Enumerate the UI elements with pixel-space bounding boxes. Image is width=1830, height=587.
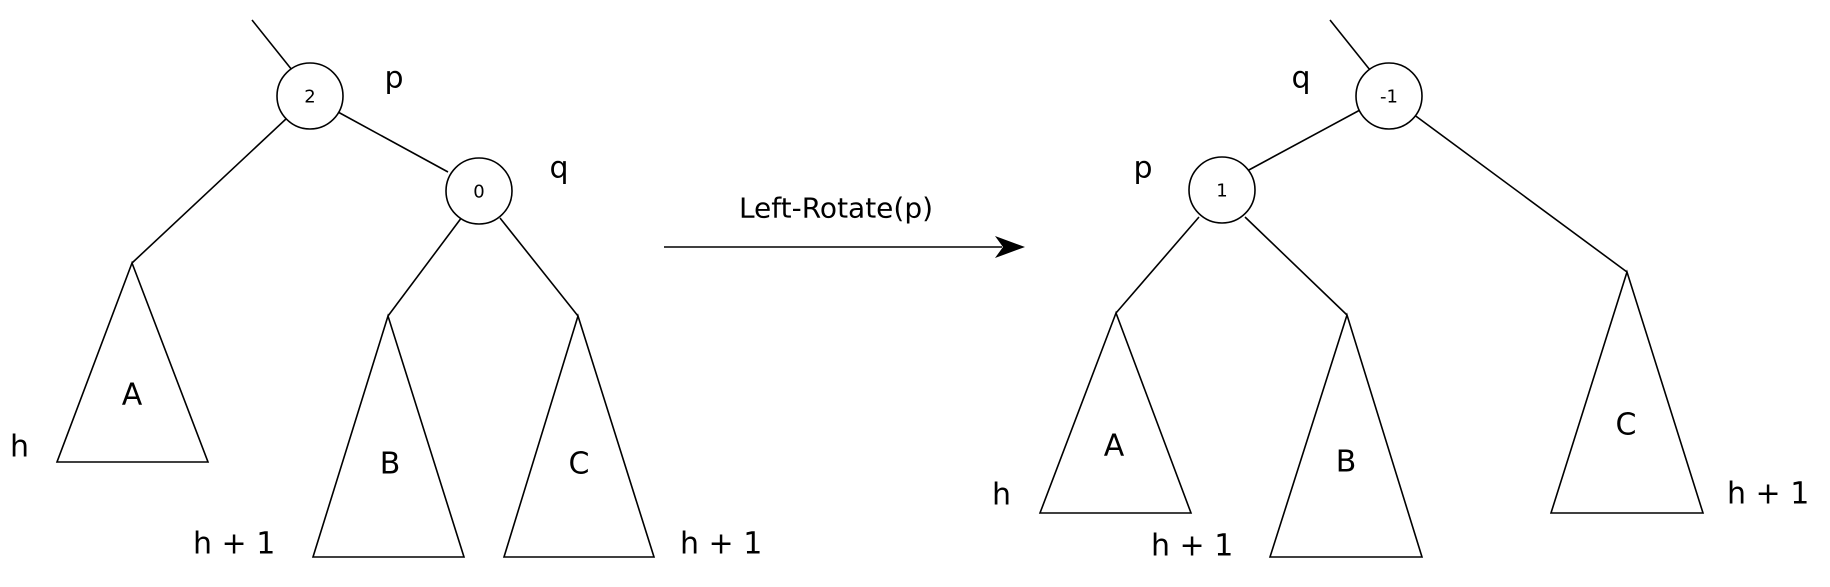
after-root-name: q — [1291, 61, 1310, 96]
before-edge-root-a — [131, 117, 288, 264]
after-subtree-b-label: B — [1336, 445, 1357, 480]
before-parent-edge — [251, 19, 293, 71]
before-subtree-b — [311, 313, 466, 558]
after-edge-root-p — [1246, 109, 1361, 172]
after-child-name: p — [1133, 151, 1152, 186]
before-tree: A h B h + 1 C h + 1 2 p 0 q — [10, 19, 762, 562]
before-subtree-a-height: h — [10, 430, 29, 465]
before-child-name: q — [549, 151, 568, 186]
before-subtree-c-label: C — [569, 447, 590, 482]
after-subtree-b — [1268, 312, 1424, 558]
before-child-balance: 0 — [473, 182, 484, 203]
after-parent-edge — [1329, 19, 1371, 71]
rotation-arrow: Left-Rotate(p) — [664, 192, 1025, 258]
after-tree: A h B h + 1 C h + 1 -1 q 1 p — [992, 19, 1809, 564]
after-root-balance: -1 — [1380, 87, 1398, 108]
before-edge-q-c — [499, 217, 579, 317]
after-subtree-c-label: C — [1616, 408, 1637, 443]
before-edge-root-q — [337, 111, 449, 173]
operation-label: Left-Rotate(p) — [739, 192, 933, 225]
after-subtree-c — [1549, 269, 1705, 514]
before-subtree-a — [55, 260, 210, 463]
before-child-node — [445, 157, 513, 225]
after-edge-p-a — [1115, 216, 1200, 314]
before-root-balance: 2 — [304, 87, 315, 108]
before-subtree-a-label: A — [122, 378, 143, 413]
after-subtree-b-height: h + 1 — [1151, 529, 1233, 564]
arrow-head — [995, 236, 1025, 258]
before-root-node — [276, 62, 344, 130]
after-subtree-a-label: A — [1104, 429, 1125, 464]
after-subtree-a — [1038, 310, 1193, 514]
before-subtree-c-height: h + 1 — [680, 527, 762, 562]
after-subtree-a-height: h — [992, 478, 1011, 513]
after-edge-root-c — [1412, 113, 1628, 273]
before-root-name: p — [384, 61, 403, 96]
after-child-balance: 1 — [1216, 181, 1227, 202]
after-child-node — [1188, 156, 1256, 224]
before-edge-q-b — [387, 216, 463, 317]
after-root-node — [1355, 62, 1423, 130]
before-subtree-b-height: h + 1 — [193, 527, 275, 562]
after-edge-p-b — [1244, 216, 1348, 316]
after-subtree-c-height: h + 1 — [1727, 477, 1809, 512]
before-subtree-c — [502, 313, 656, 558]
before-subtree-b-label: B — [380, 447, 401, 482]
